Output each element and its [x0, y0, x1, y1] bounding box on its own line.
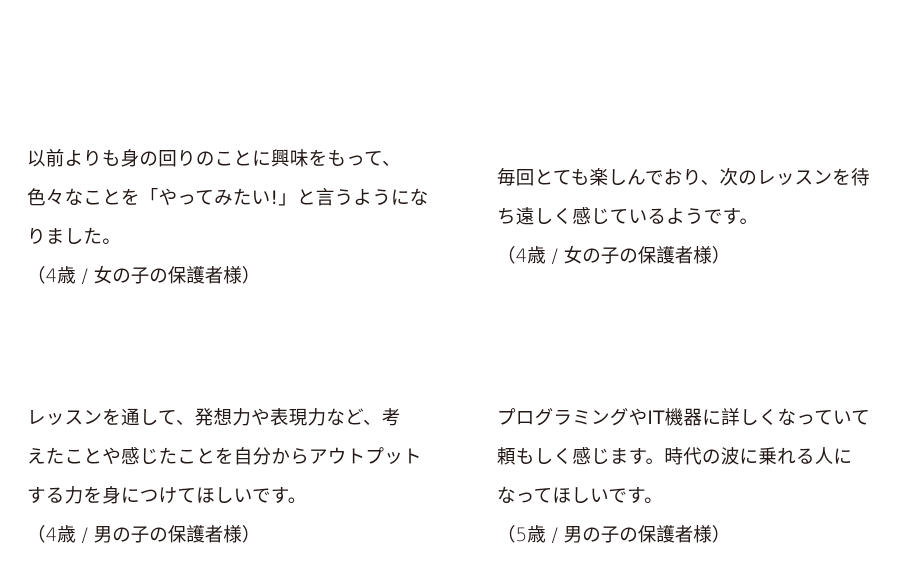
testimonial-text-line: レッスンを通して、発想力や表現力など、考: [27, 408, 401, 429]
testimonial-text-line: 以前よりも身の回りのことに興味をもって、: [27, 149, 401, 170]
testimonial-attribution: （4歳 / 女の子の保護者様）: [27, 266, 261, 287]
testimonial-attribution: （4歳 / 男の子の保護者様）: [27, 525, 261, 546]
testimonial-text-line: 頼もしく感じます。時代の波に乗れる人に: [497, 447, 853, 468]
testimonial-text-line: えたことや感じたことを自分からアウトプット: [27, 447, 422, 468]
testimonial-1: 以前よりも身の回りのことに興味をもって、 色々なことを「やってみたい!」と言うよ…: [27, 140, 429, 296]
testimonial-text-line: 色々なことを「やってみたい!」と言うようにな: [27, 188, 429, 209]
testimonial-2: 毎回とても楽しんでおり、次のレッスンを待 ち遠しく感じているようです。 （4歳 …: [497, 159, 897, 276]
testimonial-text-line: する力を身につけてほしいです。: [27, 486, 307, 507]
testimonial-4: プログラミングやIT機器に詳しくなっていて 頼もしく感じます。時代の波に乗れる人…: [497, 399, 897, 555]
testimonial-text-line: ち遠しく感じているようです。: [497, 207, 759, 228]
testimonial-text-line: りました。: [27, 227, 122, 248]
testimonial-text-line: なってほしいです。: [497, 486, 663, 507]
testimonial-attribution: （4歳 / 女の子の保護者様）: [497, 246, 731, 267]
testimonial-text-line: 毎回とても楽しんでおり、次のレッスンを待: [497, 168, 870, 189]
testimonial-3: レッスンを通して、発想力や表現力など、考 えたことや感じたことを自分からアウトプ…: [27, 399, 427, 555]
testimonial-attribution: （5歳 / 男の子の保護者様）: [497, 525, 731, 546]
testimonial-text-line: プログラミングやIT機器に詳しくなっていて: [497, 408, 871, 429]
